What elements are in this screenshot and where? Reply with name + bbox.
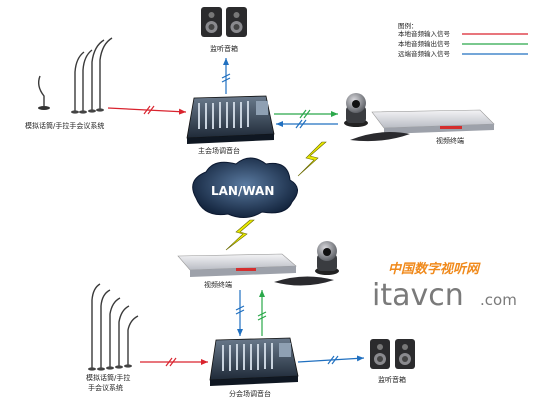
mic-bottom-label-line2: 手会议系统 [88,383,123,392]
remote-control-icon [274,276,334,286]
monitor-speakers-top [201,7,247,37]
video-terminal-top [344,93,495,142]
video-terminal-bottom [177,241,339,286]
camera-icon [344,93,368,127]
legend-title: 图例： [398,21,418,30]
cloud-label: LAN/WAN [211,184,274,198]
monitor-bottom-label: 监听音箱 [378,375,406,384]
legend: 图例： 本地音频输入信号 本地音频输出信号 远端音频输入信号 [398,21,528,58]
main-mixer [186,95,275,144]
mic-bottom-label-line1: 模拟话筒/手拉 [86,373,130,382]
watermark: 中国数字视听网 itavcn .com [372,261,517,313]
lightning-icon [297,141,327,177]
signal-lines [107,58,365,367]
speaker-icon [201,7,222,37]
sub-mixer-label: 分会场调音台 [229,389,271,398]
legend-item-remote-input: 远端音频输入信号 [398,49,451,58]
cloud-network [192,157,298,218]
microphone-system-top [37,37,113,114]
main-mixer-label: 主会场调音台 [198,146,240,155]
terminal-top-label: 视频终端 [436,136,464,145]
speaker-icon [370,339,390,369]
microphone-system-bottom [88,283,139,371]
watermark-brand: itavcn [372,278,464,313]
watermark-site-cn: 中国数字视听网 [388,261,481,277]
legend-item-local-output: 本地音频输出信号 [398,39,451,48]
monitor-top-label: 监听音箱 [210,44,238,53]
terminal-bottom-label: 视频终端 [204,280,232,289]
monitor-speakers-bottom [370,339,415,369]
watermark-domain: .com [480,291,517,309]
speaker-icon [226,7,247,37]
lightning-icon [225,219,255,251]
legend-item-local-input: 本地音频输入信号 [398,29,451,38]
camera-icon [315,241,339,275]
sub-mixer [209,337,299,386]
speaker-icon [395,339,415,369]
remote-control-icon [350,132,410,142]
lightning-icons [225,141,327,251]
mic-top-label: 模拟话筒/手拉手会议系统 [25,121,104,130]
